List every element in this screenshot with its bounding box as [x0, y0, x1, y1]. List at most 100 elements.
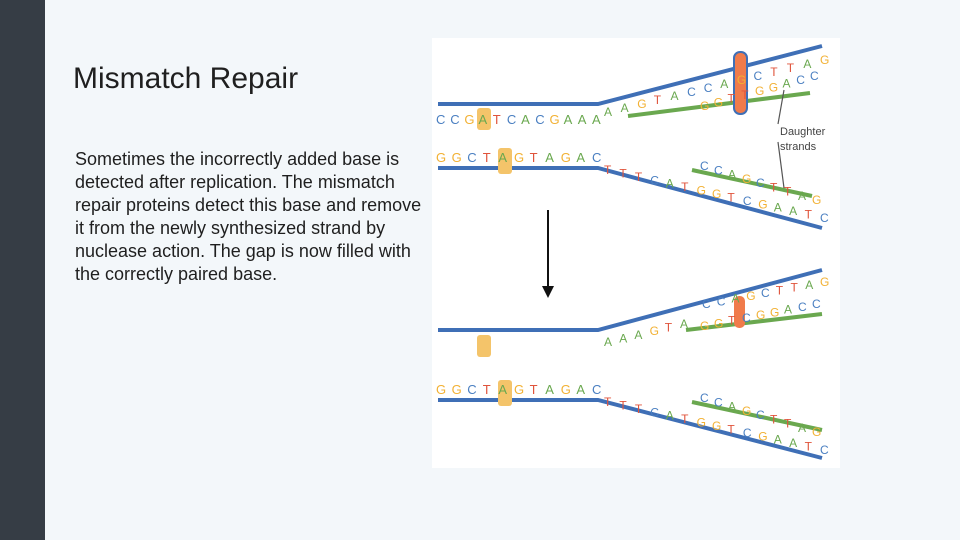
parent-top-branch-base: G	[820, 53, 829, 67]
parent-bottom-branch-base: A	[666, 177, 674, 191]
lower-parent-bottom-base: A	[545, 382, 554, 397]
lower-daughter-bottom-branch-base: T	[770, 412, 778, 426]
parent-bottom-branch-base: T	[619, 166, 627, 180]
lower-parent-bottom-base: G	[514, 382, 524, 397]
lower-top-right-upper-base: G	[820, 275, 829, 289]
parent-top-branch-base: T	[787, 61, 795, 75]
parent-bottom-branch-base: C	[650, 173, 659, 187]
lower-parent-bottom-base: T	[530, 382, 538, 397]
lower-parent-bottom-branch-base: C	[650, 405, 659, 419]
lower-left-branch-base: A	[634, 328, 642, 342]
lower-daughter-bottom-branch-base: C	[756, 408, 765, 422]
daughter-strand-upper-after	[685, 312, 823, 332]
mismatch-base-top	[477, 108, 491, 130]
parent-bottom-base: A	[545, 150, 554, 165]
parent-bottom-branch-base: T	[727, 190, 735, 204]
lower-daughter-bottom-branch-base: A	[798, 421, 806, 435]
parent-bottom-base: T	[483, 150, 491, 165]
slide-body-text: Sometimes the incorrectly added base is …	[75, 149, 422, 284]
daughter-top-branch-base: C	[796, 73, 805, 87]
callout-label-2: strands	[780, 141, 817, 153]
parent-bottom-base: C	[467, 150, 476, 165]
lower-parent-bottom-branch-base: A	[666, 409, 674, 423]
parent-bottom-base: T	[530, 150, 538, 165]
parent-top-branch-base: C	[704, 81, 713, 95]
daughter-bottom-branch-base: G	[742, 172, 751, 186]
lower-parent-bottom-branch-base: T	[727, 422, 735, 436]
lower-parent-bottom-base: T	[483, 382, 491, 397]
lower-top-right-lower-base: G	[700, 319, 709, 333]
parent-bottom-base: G	[436, 150, 446, 165]
lower-parent-bottom-base: G	[561, 382, 571, 397]
daughter-bottom-branch-base: C	[700, 159, 709, 173]
lower-top-right-upper-base: C	[717, 294, 726, 308]
gap-after-excision	[477, 335, 491, 357]
daughter-strand-lower	[691, 168, 813, 198]
parent-top-branch-base: A	[803, 57, 811, 71]
parent-top-branch-base: G	[737, 73, 746, 87]
daughter-bottom-branch-base: G	[812, 193, 821, 207]
arrow-head	[542, 286, 554, 298]
lower-top-right-upper-base: C	[761, 286, 770, 300]
parent-top-branch-base: A	[720, 77, 728, 91]
lower-parent-bottom-branch-base: T	[635, 402, 643, 416]
parent-strand-top	[438, 44, 823, 106]
parent-strand-top-after	[438, 268, 823, 332]
parent-top-base: A	[592, 112, 601, 127]
parent-top-base: T	[493, 112, 501, 127]
lower-top-right-lower-base: C	[798, 300, 807, 314]
parent-top-branch-base: G	[637, 97, 646, 111]
parent-top-base: A	[564, 112, 573, 127]
lower-top-right-lower-base: G	[756, 308, 765, 322]
daughter-top-branch-base: A	[783, 77, 791, 91]
parent-bottom-base: G	[561, 150, 571, 165]
daughter-bottom-branch-base: C	[756, 176, 765, 190]
lower-left-branch-base: T	[665, 321, 673, 335]
lower-top-right-upper-base: C	[702, 297, 711, 311]
lower-top-right-lower-base: A	[784, 303, 792, 317]
lower-parent-bottom-branch-base: C	[820, 443, 829, 457]
daughter-bottom-branch-base: T	[770, 180, 778, 194]
lower-left-branch-base: G	[650, 324, 659, 338]
nuclease-protein	[733, 51, 748, 115]
lower-parent-bottom-branch-base: G	[697, 416, 706, 430]
lower-parent-bottom-base: G	[436, 382, 446, 397]
daughter-top-branch-base: G	[714, 95, 723, 109]
parent-bottom-base: C	[592, 150, 601, 165]
daughter-strand-upper	[627, 91, 811, 118]
parent-bottom-branch-base: T	[681, 180, 689, 194]
parent-top-branch-base: C	[754, 69, 763, 83]
lower-parent-bottom-branch-base: C	[743, 426, 752, 440]
parent-bottom-branch-base: A	[774, 201, 782, 215]
lower-daughter-bottom-branch-base: T	[784, 417, 792, 431]
lower-daughter-bottom-branch-base: G	[812, 425, 821, 439]
lower-parent-bottom-branch-base: A	[789, 436, 797, 450]
lower-left-branch-base: A	[604, 335, 612, 349]
parent-top-base: C	[507, 112, 516, 127]
nuclease-protein-after	[734, 296, 745, 328]
daughter-top-branch-base: T	[728, 92, 736, 106]
lower-parent-bottom-branch-base: T	[681, 412, 689, 426]
parent-top-base: C	[436, 112, 445, 127]
parent-top-base: C	[450, 112, 459, 127]
daughter-bottom-branch-base: A	[798, 189, 806, 203]
lower-parent-bottom-branch-base: G	[712, 419, 721, 433]
upper-replication-fork: Daughter strands	[438, 44, 826, 230]
mismatch-base-after	[498, 380, 512, 406]
lower-replication-fork	[438, 268, 823, 460]
parent-bottom-branch-base: T	[805, 208, 813, 222]
lower-top-right-upper-base: A	[732, 292, 740, 306]
parent-strand-bottom-after	[438, 398, 823, 460]
mismatch-base-bottom	[498, 148, 512, 174]
daughter-strand-lower-after	[691, 400, 823, 432]
parent-bottom-base: A	[576, 150, 585, 165]
lower-parent-bottom-branch-base: T	[604, 395, 612, 409]
parent-top-base: A	[521, 112, 530, 127]
parent-bottom-branch-base: A	[789, 204, 797, 218]
lower-parent-bottom-branch-base: T	[805, 440, 813, 454]
lower-top-right-upper-base: A	[805, 278, 813, 292]
parent-top-branch-base: A	[671, 89, 679, 103]
lower-top-right-upper-base: T	[791, 281, 799, 295]
